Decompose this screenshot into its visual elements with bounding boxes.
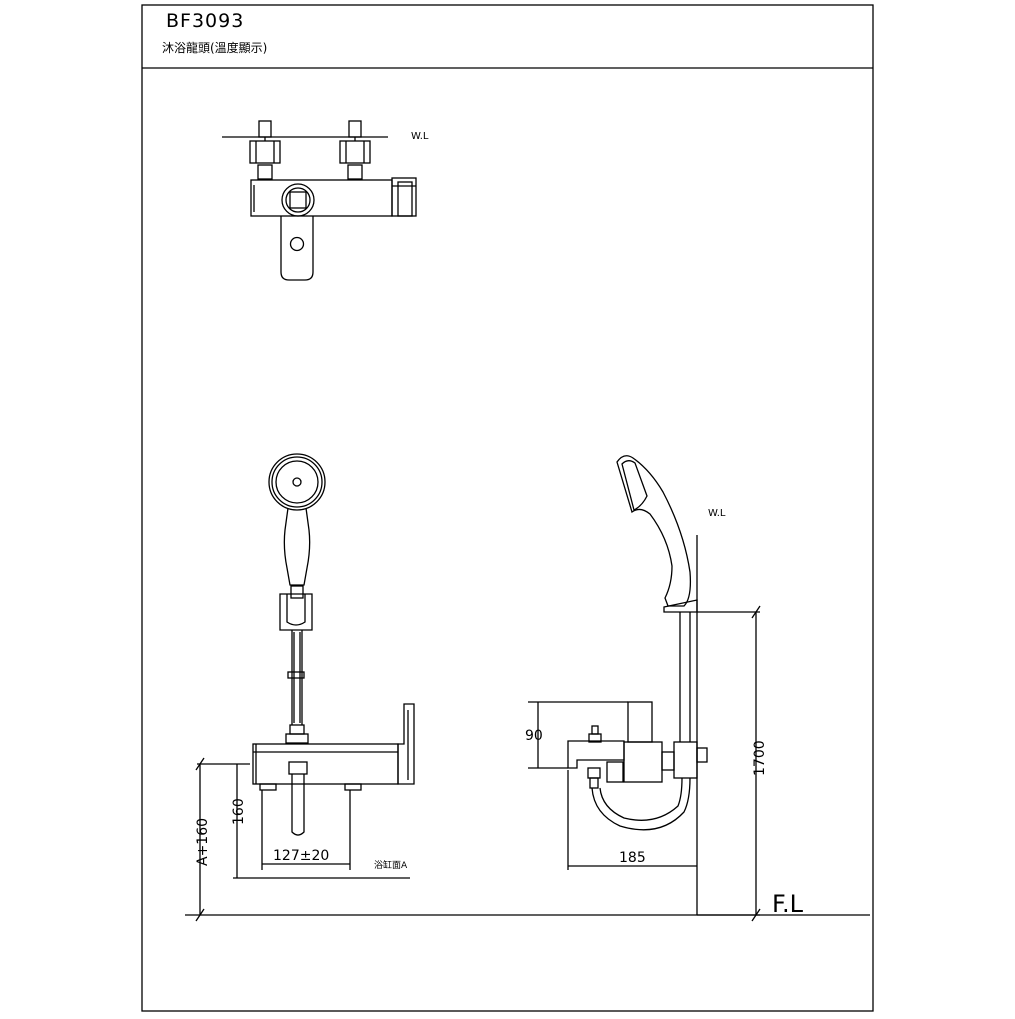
wall-line-label-top: W.L — [411, 131, 429, 142]
dimension-127: 127±20 — [273, 848, 329, 864]
top-view — [222, 120, 417, 281]
front-view — [252, 453, 415, 836]
dimension-1700: 1700 — [752, 740, 768, 776]
side-view — [567, 455, 870, 916]
wall-line-label-side: W.L — [708, 508, 726, 519]
floor-level-label: F.L — [772, 890, 804, 918]
dimension-90: 90 — [525, 728, 543, 744]
tub-surface-label: 浴缸面A — [374, 859, 408, 871]
model-number: BF3093 — [166, 10, 245, 32]
dimension-lines — [185, 605, 761, 922]
drawing-border — [141, 4, 874, 1012]
dimension-185: 185 — [619, 850, 646, 866]
dimension-a-plus-160: A+160 — [195, 818, 211, 866]
product-name: 沐浴龍頭(溫度顯示) — [162, 41, 268, 55]
dimension-160: 160 — [231, 798, 247, 825]
